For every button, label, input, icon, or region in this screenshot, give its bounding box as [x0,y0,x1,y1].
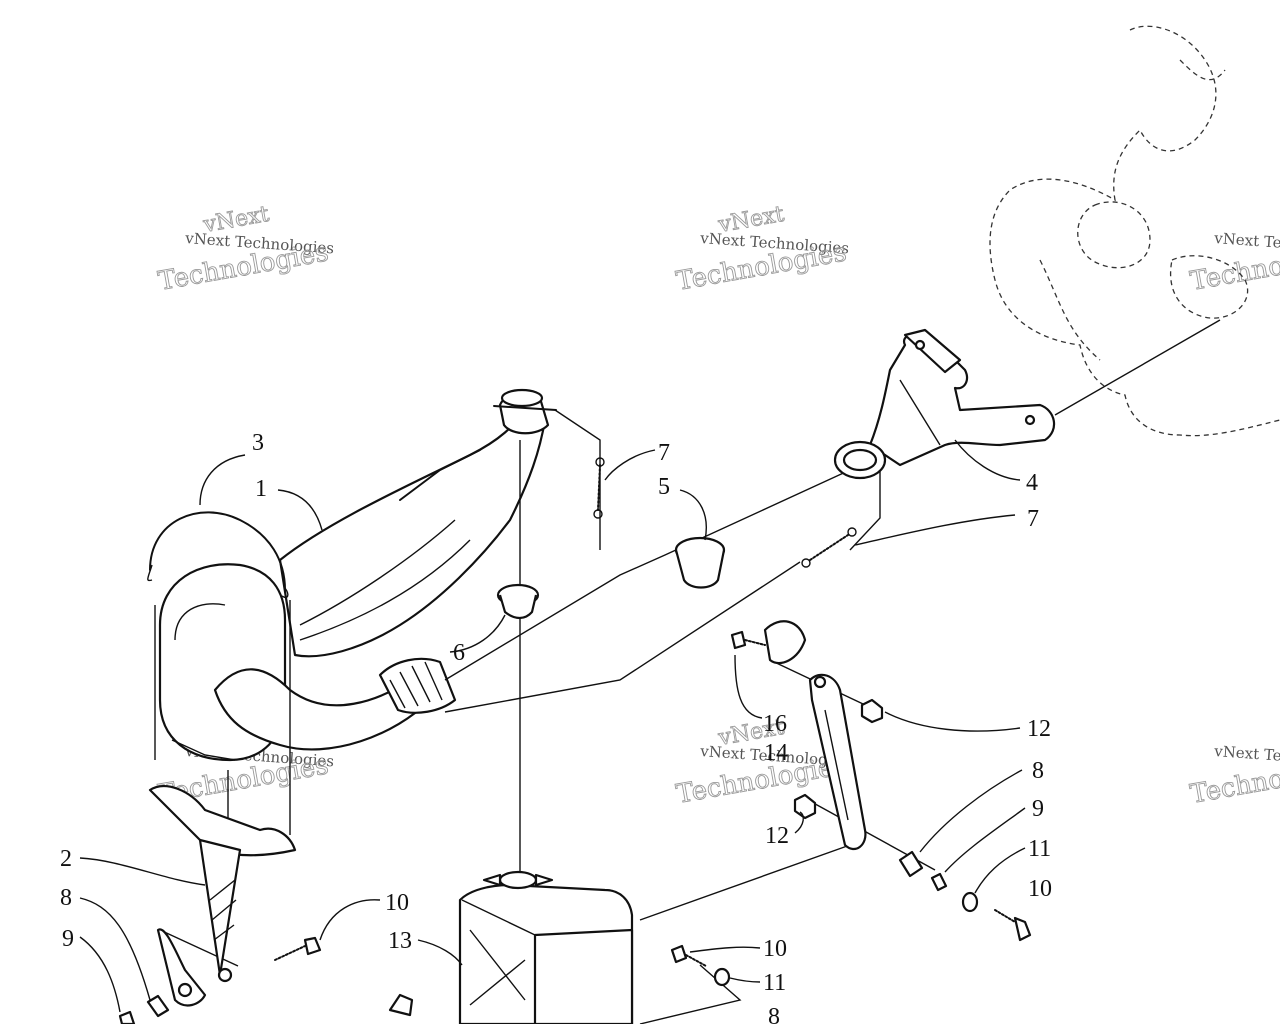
callout-6: 6 [453,640,465,666]
nut-part-12-upper [860,698,884,724]
silencer-box [388,870,634,1024]
callout-10-right: 10 [1028,876,1052,902]
spacer-part-8-right [898,850,924,878]
bolt-part-10-right [994,909,1032,942]
spring-part-7-lower [801,527,857,568]
callout-9-left: 9 [62,926,74,952]
callout-11-center: 11 [763,970,786,996]
callout-7-lower: 7 [1027,506,1039,532]
watermark-right-bottom: vNext Technologies Technologies [1188,742,1280,810]
washer-part-11-center [713,967,731,987]
callout-8-left: 8 [60,885,72,911]
callout-12-upper: 12 [1027,716,1051,742]
callout-14: 14 [764,740,788,766]
spring-part-7-upper [593,457,605,519]
mount-bracket-left [156,928,207,1007]
callout-1: 1 [255,476,267,502]
callout-11-right: 11 [1028,836,1051,862]
bushing-part-9-right [930,872,948,892]
callout-4: 4 [1026,470,1038,496]
washer-part-11-right [961,891,979,913]
bushing-part-9-left [118,1010,136,1024]
watermark-center: vNext vNext Technologies Technologies [674,201,850,297]
callout-3: 3 [252,430,264,456]
callout-12-lower: 12 [765,823,789,849]
callout-13: 13 [388,928,412,954]
bolt-part-10-center [670,944,707,967]
callout-16: 16 [763,711,787,737]
callout-8-bottom: 8 [768,1004,780,1024]
callout-9-right: 9 [1032,796,1044,822]
seal-ring-part-5 [674,536,726,589]
callout-10-left: 10 [385,890,409,916]
callout-8-right: 8 [1032,758,1044,784]
spring-part-3 [147,511,289,599]
nut-part-12-lower [793,793,817,820]
bracket-part-2 [148,785,297,983]
watermark-left: vNext vNext Technologies Technologies [156,201,335,297]
guide-lines [154,319,1221,1024]
callout-numbers: 3 1 4 5 6 7 7 2 8 9 10 13 16 14 12 12 8 … [60,430,1052,1024]
expansion-chamber [158,388,557,762]
bolt-part-10-left [274,936,322,961]
bolt-part-16 [730,630,766,650]
callout-5: 5 [658,474,670,500]
engine-outline [989,25,1280,437]
callout-10-center: 10 [763,936,787,962]
spacer-part-8-left [146,994,170,1018]
watermark-right-top: vNext Technologies Technologies [1188,229,1280,297]
grommet-part-6 [496,583,540,620]
stay-bar [763,620,867,851]
exhaust-manifold [833,328,1056,480]
callout-7-upper: 7 [658,440,670,466]
callout-2: 2 [60,846,72,872]
callout-leaders [79,439,1026,1013]
